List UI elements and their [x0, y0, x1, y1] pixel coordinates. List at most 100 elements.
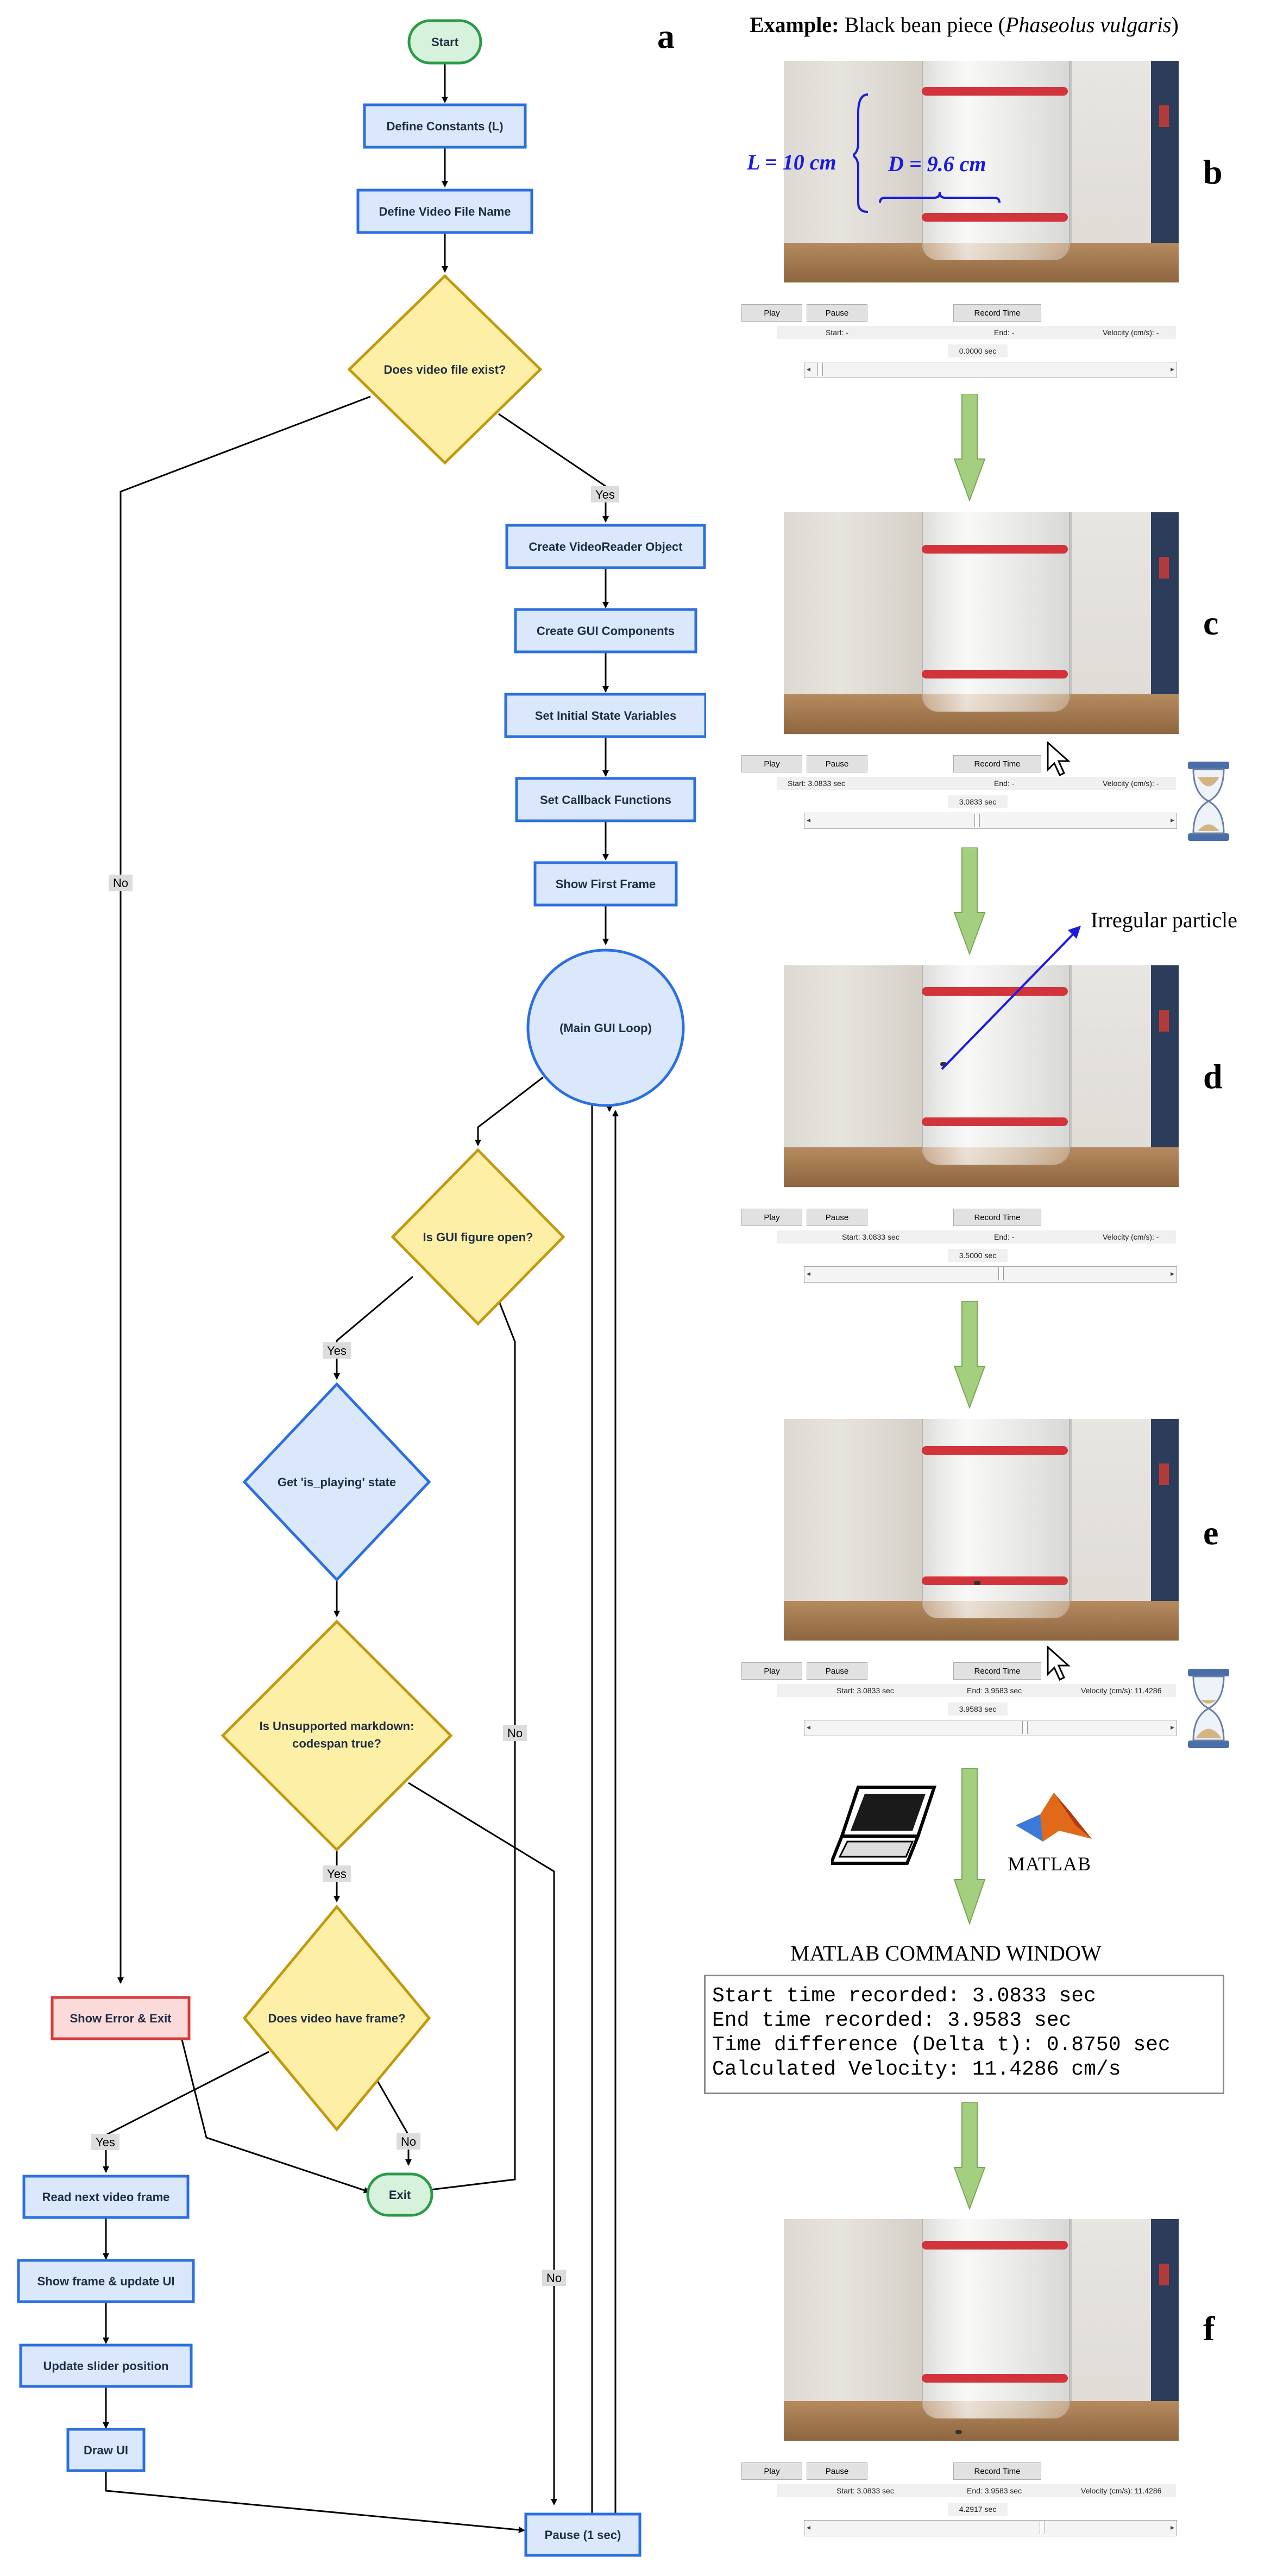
panel-label-b: b — [1203, 153, 1223, 191]
node-unsupported: Is Unsupported markdown: codespan true? — [221, 1619, 453, 1852]
velocity-readout: Velocity (cm/s): - — [1103, 779, 1159, 788]
pause-button[interactable]: Pause — [807, 1209, 867, 1226]
panel-label-d: d — [1203, 1057, 1223, 1096]
gui-controls-e: Play Pause Record Time Start: 3.0833 sec… — [741, 1662, 1177, 1755]
slider-thumb[interactable] — [1039, 2521, 1045, 2534]
node-define-constants: Define Constants (L) — [363, 103, 527, 149]
example-text: Black bean piece ( — [839, 12, 1005, 37]
slider-left-arrow[interactable]: ◂ — [807, 1269, 811, 1278]
slider-thumb[interactable] — [1022, 1721, 1028, 1734]
node-set-callbacks: Set Callback Functions — [515, 777, 696, 822]
example-close: ) — [1171, 12, 1179, 37]
node-main-loop: (Main GUI Loop) — [526, 948, 685, 1107]
play-button[interactable]: Play — [741, 2462, 802, 2480]
play-button[interactable]: Play — [741, 1209, 802, 1226]
video-frame-b — [784, 61, 1179, 282]
slider-right-arrow[interactable]: ▸ — [1170, 815, 1174, 824]
node-exit: Exit — [366, 2172, 433, 2217]
down-arrow — [953, 1301, 986, 1409]
flow-edges — [103, 64, 619, 2534]
start-time: Start: - — [826, 328, 849, 337]
slider-right-arrow[interactable]: ▸ — [1170, 2523, 1174, 2531]
svg-text:Is Unsupported markdown:: Is Unsupported markdown: — [260, 1719, 414, 1733]
play-button[interactable]: Play — [741, 1662, 802, 1680]
matlab-window-title: MATLAB COMMAND WINDOW — [790, 1941, 1102, 1965]
hourglass-icon — [1188, 762, 1229, 841]
panel-label-e: e — [1203, 1513, 1219, 1552]
irregular-particle — [955, 2430, 962, 2434]
diameter-annotation: D = 9.6 cm — [888, 152, 986, 176]
video-frame-c — [784, 512, 1179, 734]
slider-left-arrow[interactable]: ◂ — [807, 1723, 811, 1731]
status-bar: Start: - End: - Velocity (cm/s): - — [777, 326, 1176, 339]
time-slider[interactable]: ◂ ▸ — [804, 813, 1177, 829]
svg-text:Does video have frame?: Does video have frame? — [268, 2012, 405, 2025]
matlab-logo-text: MATLAB — [1008, 1853, 1092, 1875]
gui-controls-f: Play Pause Record Time Start: 3.0833 sec… — [741, 2462, 1177, 2555]
dimension-braces — [853, 93, 1001, 213]
video-frame-e — [784, 1419, 1179, 1641]
flowchart: Yes No Yes No Yes No Yes No Start Define… — [17, 19, 706, 2557]
record-time-button[interactable]: Record Time — [953, 2462, 1041, 2480]
node-pause: Pause (1 sec) — [524, 2512, 641, 2557]
irregular-particle-label: Irregular particle — [1091, 908, 1237, 932]
record-time-button[interactable]: Record Time — [953, 755, 1041, 772]
time-slider[interactable]: ◂ ▸ — [804, 1266, 1177, 1283]
time-slider[interactable]: ◂ ▸ — [804, 2520, 1177, 2536]
play-button[interactable]: Play — [741, 304, 802, 322]
time-slider[interactable]: ◂ ▸ — [804, 1720, 1177, 1736]
velocity-readout: Velocity (cm/s): - — [1103, 328, 1159, 337]
status-bar: Start: 3.0833 sec End: - Velocity (cm/s)… — [777, 777, 1176, 790]
end-time: End: - — [994, 779, 1015, 788]
gui-controls-d: Play Pause Record Time Start: 3.0833 sec… — [741, 1209, 1177, 1301]
svg-text:Show Error & Exit: Show Error & Exit — [70, 2012, 172, 2025]
node-has-frame: Does video have frame? — [242, 1905, 431, 2132]
slider-left-arrow[interactable]: ◂ — [807, 2523, 811, 2531]
svg-text:codespan true?: codespan true? — [292, 1737, 381, 1750]
down-arrow — [953, 1768, 986, 1926]
slider-thumb[interactable] — [974, 814, 980, 827]
svg-text:Define Video File Name: Define Video File Name — [379, 205, 511, 218]
slider-left-arrow[interactable]: ◂ — [807, 365, 811, 373]
end-time: End: - — [994, 1233, 1015, 1241]
velocity-readout: Velocity (cm/s): - — [1103, 1233, 1159, 1241]
example-label: Example: — [750, 12, 839, 37]
edge-label-yes: Yes — [327, 1867, 347, 1881]
node-set-state: Set Initial State Variables — [504, 693, 706, 738]
edge-label-no: No — [507, 1726, 523, 1740]
node-gui-open: Is GUI figure open? — [391, 1148, 565, 1326]
slider-thumb[interactable] — [817, 363, 823, 376]
status-bar: Start: 3.0833 sec End: - Velocity (cm/s)… — [777, 1230, 1176, 1243]
slider-left-arrow[interactable]: ◂ — [807, 815, 811, 824]
command-line: End time recorded: 3.9583 sec — [712, 2009, 1072, 2032]
record-time-button[interactable]: Record Time — [953, 1662, 1041, 1680]
node-show-frame: Show frame & update UI — [17, 2259, 195, 2303]
node-create-gui: Create GUI Components — [514, 608, 697, 654]
edge-label-yes: Yes — [595, 488, 615, 501]
node-start: Start — [407, 19, 482, 65]
record-time-button[interactable]: Record Time — [953, 1209, 1041, 1226]
pause-button[interactable]: Pause — [807, 304, 867, 322]
slider-right-arrow[interactable]: ▸ — [1170, 365, 1174, 373]
slider-right-arrow[interactable]: ▸ — [1170, 1269, 1174, 1278]
down-arrow — [953, 394, 986, 502]
panel-label-c: c — [1203, 604, 1219, 642]
play-button[interactable]: Play — [741, 755, 802, 772]
length-annotation: L = 10 cm — [747, 150, 836, 174]
start-time: Start: 3.0833 sec — [788, 779, 845, 788]
start-time: Start: 3.0833 sec — [842, 1233, 899, 1241]
command-line: Time difference (Delta t): 0.8750 sec — [712, 2033, 1171, 2057]
down-arrow — [953, 2102, 986, 2210]
time-slider[interactable]: ◂ ▸ — [804, 362, 1177, 378]
end-time: End: 3.9583 sec — [967, 1686, 1022, 1695]
irregular-particle — [974, 1581, 980, 1585]
current-time: 3.5000 sec — [948, 1249, 1008, 1262]
record-time-button[interactable]: Record Time — [953, 304, 1041, 322]
svg-text:Show frame & update UI: Show frame & update UI — [37, 2275, 174, 2288]
slider-thumb[interactable] — [998, 1267, 1004, 1280]
pause-button[interactable]: Pause — [807, 755, 867, 772]
pause-button[interactable]: Pause — [807, 2462, 867, 2480]
node-define-video: Define Video File Name — [356, 189, 533, 234]
pause-button[interactable]: Pause — [807, 1662, 867, 1680]
slider-right-arrow[interactable]: ▸ — [1170, 1723, 1174, 1731]
